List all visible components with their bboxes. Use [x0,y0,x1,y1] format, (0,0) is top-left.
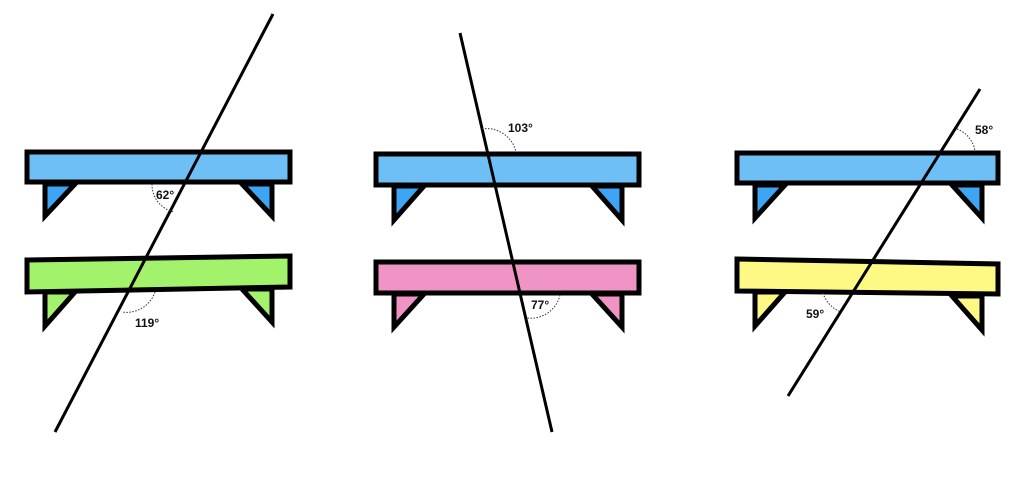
angle-label: 103° [508,121,533,135]
figure-right: 58° 59° [734,88,1001,397]
angle-arc-bottom [526,294,561,319]
angle-label: 59° [806,307,824,321]
angle-label: 58° [975,123,993,137]
angle-label: 119° [135,316,159,330]
bench-bottom-pink [373,259,642,334]
bench-top-blue [734,150,1001,225]
figure-middle: 103° 77° [373,32,642,433]
bench-bottom-green [24,253,293,333]
bench-bottom-yellow [734,256,1001,337]
angle-arc-top [151,183,175,213]
transversal-line [53,13,275,433]
bench-top-blue [373,151,642,227]
angle-arc-bottom [121,291,156,313]
transversal-line [458,32,554,433]
angle-arc-top [956,128,976,152]
angle-arc-bottom [822,292,842,313]
transversal-line [786,88,982,397]
angle-label: 62° [156,188,174,202]
bench-top-blue [24,149,293,223]
figure-left: 62° 119° [24,13,293,433]
angle-label: 77° [531,298,549,312]
